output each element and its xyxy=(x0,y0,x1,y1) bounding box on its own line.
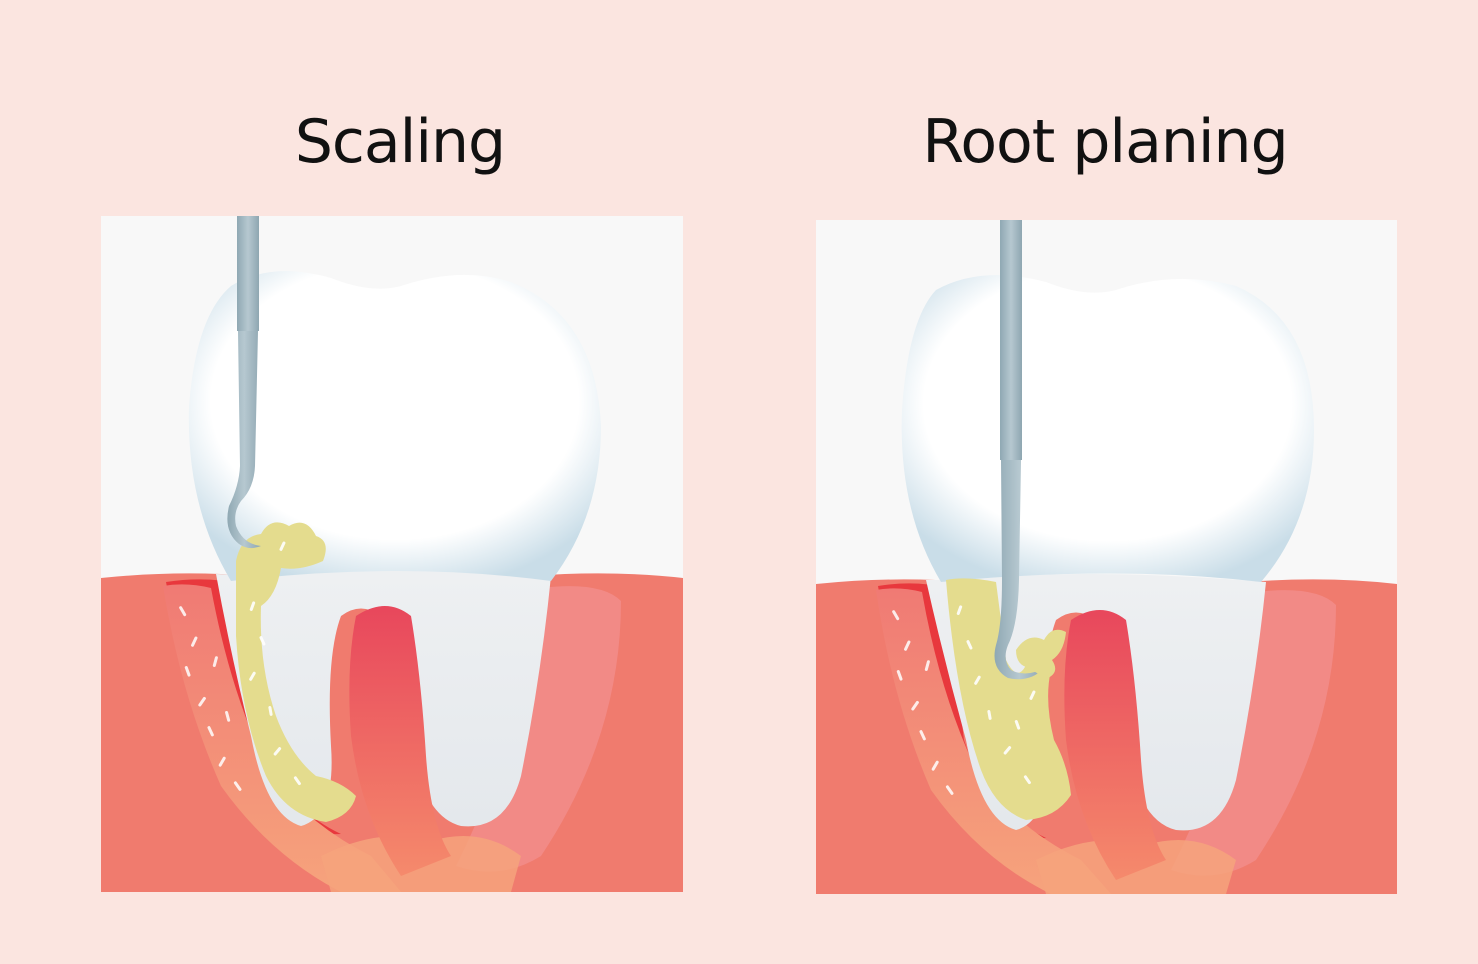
tooth-scaling-icon xyxy=(101,216,683,892)
root-planing-title: Root planing xyxy=(922,107,1288,177)
root-planing-panel xyxy=(816,220,1397,894)
tooth-root-planing-icon xyxy=(816,220,1397,894)
scaling-panel xyxy=(101,216,683,892)
scaling-title: Scaling xyxy=(294,107,506,177)
